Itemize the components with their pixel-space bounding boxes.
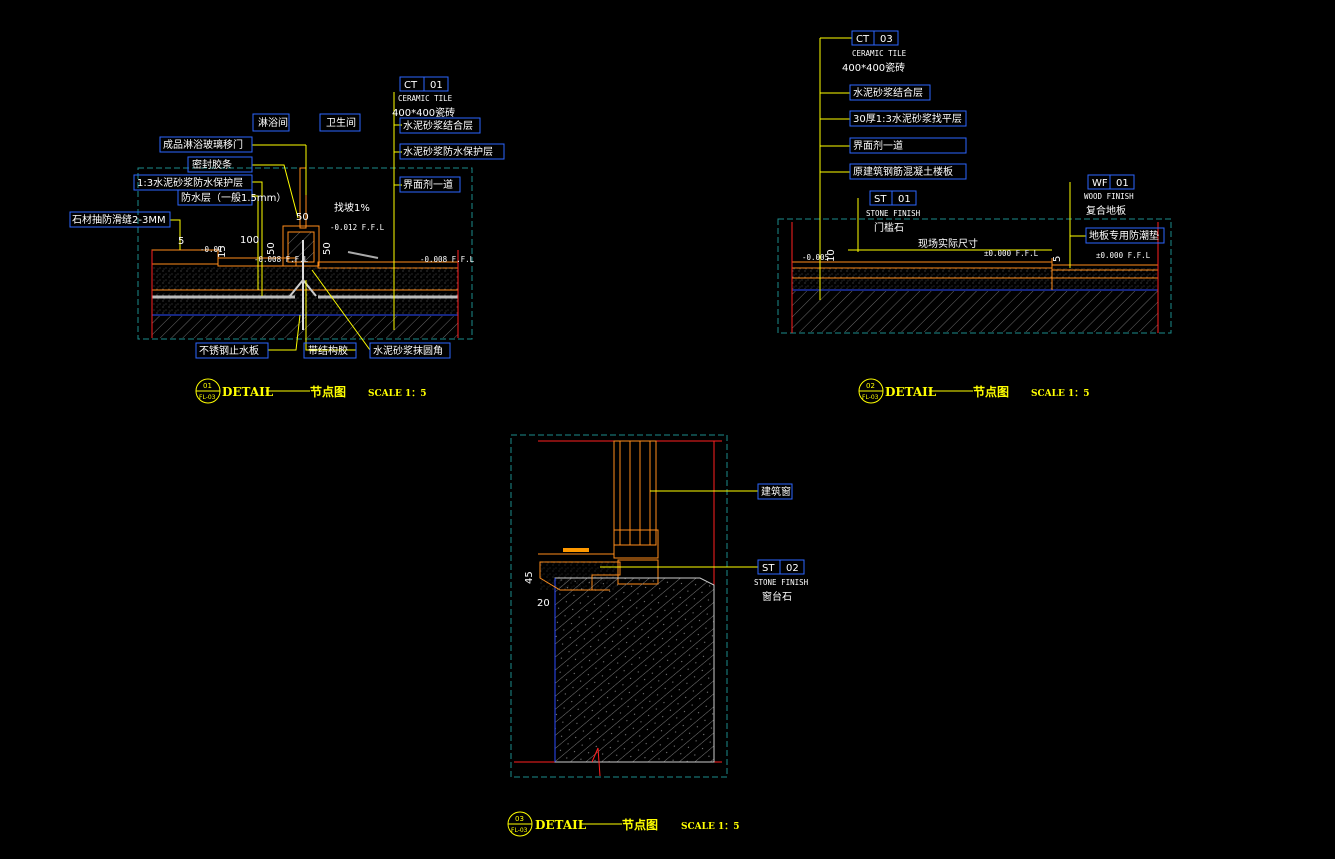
elev-3: -0.008 F.F.L bbox=[254, 255, 309, 264]
d2-wood-finish: WOOD FINISH bbox=[1084, 192, 1134, 201]
detail-03-frame bbox=[510, 434, 728, 778]
svg-text:FL-03: FL-03 bbox=[511, 827, 528, 834]
d2-ceramic-tile: CERAMIC TILE bbox=[852, 49, 907, 58]
label-ceramic-tile: CERAMIC TILE bbox=[398, 94, 453, 103]
curb bbox=[282, 225, 320, 267]
label-sealant: 密封胶条 bbox=[192, 158, 232, 171]
d2-ct-num: 03 bbox=[880, 34, 893, 45]
d2-elev-1: -0.005 bbox=[802, 253, 829, 262]
d2-screed: 30厚1:3水泥砂浆找平层 bbox=[853, 112, 962, 125]
d2-site-dim: 现场实际尺寸 bbox=[918, 237, 978, 250]
d2-mortar-bond: 水泥砂浆结合层 bbox=[853, 86, 923, 99]
label-mortar-bond: 水泥砂浆结合层 bbox=[403, 119, 473, 132]
detail-03-scale: SCALE 1：5 bbox=[681, 822, 740, 832]
label-glass-door: 成品淋浴玻璃移门 bbox=[163, 138, 243, 151]
window-frame bbox=[613, 440, 657, 546]
detail-02-title: DETAIL bbox=[885, 385, 937, 399]
d2-elev-3: ±0.000 F.F.L bbox=[1096, 251, 1151, 260]
label-slope: 找坡1% bbox=[334, 201, 370, 214]
d2-underlay: 地板专用防潮垫 bbox=[1089, 229, 1159, 242]
slab-02 bbox=[792, 291, 1158, 332]
detail-03: 建筑窗 ST 02 STONE FINISH 窗台石 45 20 03 FL-0… bbox=[507, 434, 809, 837]
d2-stone-finish: STONE FINISH bbox=[866, 209, 921, 218]
label-stone-gap: 石材抽防滑缝2-3MM bbox=[72, 213, 166, 226]
mortar-layer bbox=[152, 266, 458, 290]
d2-elev-2: ±0.000 F.F.L bbox=[984, 249, 1039, 258]
slab bbox=[152, 316, 458, 338]
detail-03-title: DETAIL bbox=[535, 818, 587, 832]
elev-4: -0.008 F.F.L bbox=[420, 255, 475, 264]
d2-interface: 界面剂一道 bbox=[853, 139, 903, 152]
glass-door-panel bbox=[299, 167, 307, 229]
detail-01-cn: 节点图 bbox=[310, 384, 346, 399]
svg-text:03: 03 bbox=[515, 815, 524, 823]
dim-50a: 50 bbox=[296, 212, 309, 223]
label-stainless: 不锈钢止水板 bbox=[199, 344, 259, 357]
detail-02: CT 03 CERAMIC TILE 400*400瓷砖 水泥砂浆结合层 30厚… bbox=[777, 30, 1172, 404]
d2-st-code: ST bbox=[874, 194, 887, 205]
d2-tile-size: 400*400瓷砖 bbox=[842, 61, 905, 74]
detail-01-title: DETAIL bbox=[222, 385, 274, 399]
detail-01: 淋浴间 卫生间 成品淋浴玻璃移门 密封胶条 1:3水泥砂浆防水保护层 防水层（一… bbox=[69, 76, 505, 404]
dim-50c: 50 bbox=[322, 242, 333, 255]
d2-ct-code: CT bbox=[856, 34, 870, 45]
detail-03-cn: 节点图 bbox=[622, 817, 658, 832]
dim-50b: 50 bbox=[266, 242, 277, 255]
d2-laminate: 复合地板 bbox=[1086, 204, 1126, 217]
wall-section bbox=[554, 577, 715, 763]
d3-dim-45: 45 bbox=[524, 571, 535, 584]
d2-dim-5: 5 bbox=[1052, 256, 1063, 262]
label-toilet: 卫生间 bbox=[326, 116, 356, 129]
d2-wf-num: 01 bbox=[1116, 178, 1129, 189]
sill-marker bbox=[563, 548, 589, 552]
label-window: 建筑窗 bbox=[761, 485, 791, 498]
label-struct-glue: 带结构胶 bbox=[308, 344, 348, 357]
label-ct-code: CT bbox=[404, 80, 418, 91]
d3-sill: 窗台石 bbox=[762, 590, 792, 603]
label-tile-size: 400*400瓷砖 bbox=[392, 106, 455, 119]
label-interface: 界面剂一道 bbox=[403, 178, 453, 191]
d2-wf-code: WF bbox=[1092, 178, 1108, 189]
d2-dim-10: 10 bbox=[826, 249, 837, 262]
detail-02-frame bbox=[777, 218, 1172, 334]
label-mortar-wp: 水泥砂浆防水保护层 bbox=[403, 145, 493, 158]
detail-02-cn: 节点图 bbox=[973, 384, 1009, 399]
detail-01-scale: SCALE 1：5 bbox=[368, 389, 427, 399]
d3-dim-20: 20 bbox=[537, 598, 550, 609]
d2-threshold: 门槛石 bbox=[874, 221, 904, 234]
elev-1: -0.01 bbox=[200, 245, 223, 254]
d3-st-num: 02 bbox=[786, 563, 799, 574]
label-waterproof: 防水层（一般1.5mm） bbox=[181, 191, 286, 204]
label-ct-num: 01 bbox=[430, 80, 443, 91]
svg-text:01: 01 bbox=[203, 382, 212, 390]
dim-15: 15 bbox=[217, 245, 228, 258]
dim-5: 5 bbox=[178, 236, 184, 247]
svg-text:02: 02 bbox=[866, 382, 875, 390]
label-mortar-protect: 1:3水泥砂浆防水保护层 bbox=[137, 176, 243, 189]
svg-text:FL-03: FL-03 bbox=[199, 394, 216, 401]
label-round-corner: 水泥砂浆抹圆角 bbox=[373, 344, 443, 357]
d2-st-num: 01 bbox=[898, 194, 911, 205]
label-shower: 淋浴间 bbox=[258, 116, 288, 129]
slope-arrow bbox=[347, 251, 379, 259]
dim-100: 100 bbox=[240, 235, 259, 246]
elev-2: -0.012 F.F.L bbox=[330, 223, 385, 232]
d3-stone-finish: STONE FINISH bbox=[754, 578, 809, 587]
detail-02-scale: SCALE 1：5 bbox=[1031, 389, 1090, 399]
d2-slab: 原建筑钢筋混凝土楼板 bbox=[853, 165, 953, 178]
svg-text:FL-03: FL-03 bbox=[862, 394, 879, 401]
d3-st-code: ST bbox=[762, 563, 775, 574]
